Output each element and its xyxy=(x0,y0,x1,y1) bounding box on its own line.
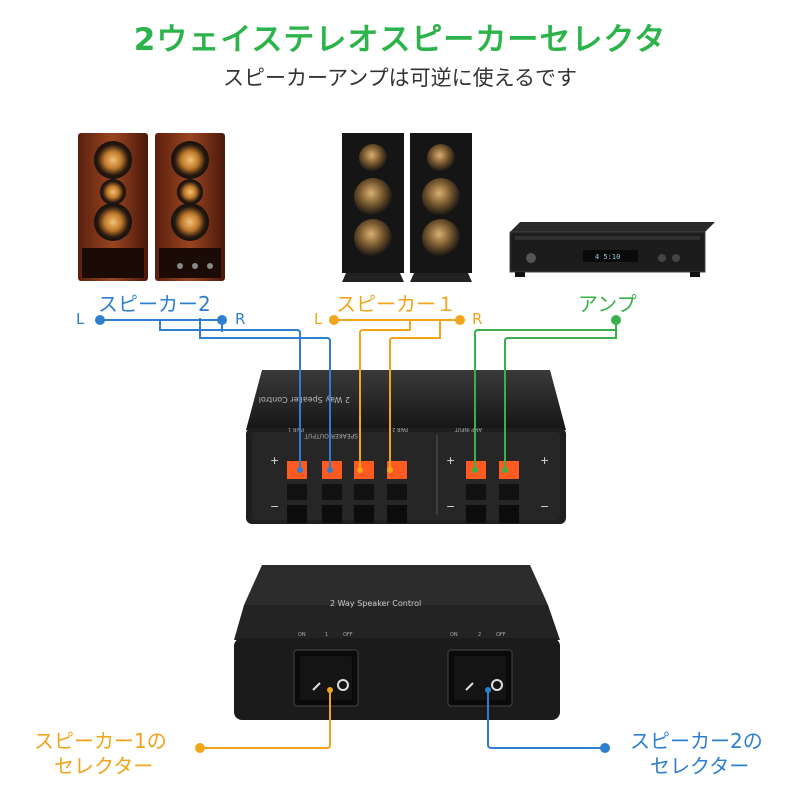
speaker-1-label: スピーカー１ xyxy=(336,292,456,316)
svg-text:+: + xyxy=(270,454,279,467)
switch1-off-label: OFF xyxy=(343,632,353,638)
svg-text:−: − xyxy=(270,500,279,513)
amplifier-image xyxy=(509,222,715,277)
device-front-name: 2 Way Speaker Control xyxy=(330,599,421,608)
switch2-on-label: ON xyxy=(450,632,458,638)
cd-display-text: 4 5:10 xyxy=(595,253,620,261)
switch1-number: 1 xyxy=(325,632,328,638)
switch1-on-label: ON xyxy=(298,632,306,638)
speaker-2-right-label: R xyxy=(235,310,246,328)
device-top-amp-input: AMP INPUT xyxy=(454,426,482,432)
speaker-2-image xyxy=(78,133,225,281)
speaker-2-left-label: L xyxy=(76,310,85,328)
svg-text:−: − xyxy=(540,500,549,513)
svg-text:−: − xyxy=(446,500,455,513)
device-top-panel-label: SPEAKER OUTPUT xyxy=(304,432,358,439)
speaker-1-image xyxy=(342,133,472,282)
switch2-number: 2 xyxy=(478,632,481,638)
page-title: 2ウェイステレオスピーカーセレクタ xyxy=(133,22,667,58)
device-top-pair2: PAIR 2 xyxy=(392,426,408,432)
svg-text:+: + xyxy=(540,454,549,467)
speaker-2-label: スピーカー2 xyxy=(98,292,211,316)
speaker-1-left-label: L xyxy=(314,310,323,328)
device-top-pair1: PAIR 1 xyxy=(288,426,304,432)
switch2-off-label: OFF xyxy=(496,632,506,638)
svg-text:+: + xyxy=(446,454,455,467)
amplifier-wiring xyxy=(474,320,617,468)
selector-2-line2: セレクター xyxy=(650,754,750,778)
selector-1-line1: スピーカー1の xyxy=(34,729,167,753)
speaker-2-wiring xyxy=(100,318,331,468)
device-top-name: 2 Way Speaker Control xyxy=(259,395,350,404)
selector-callouts xyxy=(200,692,605,749)
selector-2-line1: スピーカー2の xyxy=(630,729,763,753)
selector-device-front xyxy=(234,565,560,720)
selector-1-line2: セレクター xyxy=(54,754,154,778)
page-subtitle: スピーカーアンプは可逆に使えるです xyxy=(222,66,578,90)
speaker-1-right-label: R xyxy=(472,310,483,328)
selector-device-rear: + − + − + − xyxy=(246,370,566,524)
speaker-1-wiring xyxy=(334,319,460,468)
amplifier-label: アンプ xyxy=(578,292,637,316)
